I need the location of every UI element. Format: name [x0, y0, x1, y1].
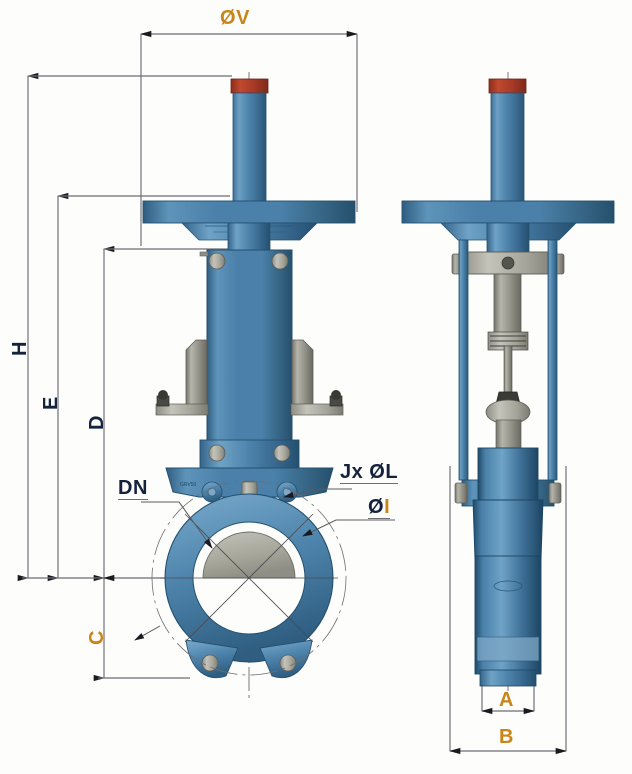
side-handwheel-rim — [401, 200, 615, 224]
dim-a-text: A — [499, 689, 514, 711]
stem-protector-cap — [230, 78, 269, 94]
grease-nipple — [199, 251, 209, 257]
dimension-label-h: H — [9, 341, 31, 356]
dim-i-text: I — [384, 496, 391, 518]
dim-v-text: V — [236, 7, 250, 29]
gland-plate-right — [291, 339, 314, 414]
leader-lines — [134, 488, 395, 641]
side-body-base — [479, 669, 537, 687]
gland-bolt-head-right — [273, 444, 291, 462]
dim-b-text: B — [499, 726, 514, 748]
dimension-label-b: B — [499, 727, 514, 747]
dimension-label-a: A — [499, 690, 514, 710]
dim-jl-text: L — [385, 461, 399, 483]
dim-i-prefix: Ø — [368, 496, 385, 518]
lug-bolt-right — [279, 654, 297, 672]
crosshead-bolt — [501, 256, 515, 270]
packing-box — [495, 419, 522, 449]
front-view-group: GRV50 — [134, 72, 395, 700]
handwheel-hub — [227, 222, 271, 251]
dim-dn-text: DN — [118, 477, 148, 499]
dimension-label-v: ØV — [220, 8, 250, 28]
dimension-label-dn: DN — [118, 478, 148, 500]
yoke-rail-left — [458, 239, 469, 481]
side-handwheel-hub — [486, 222, 530, 253]
gland-plate-left — [185, 339, 208, 414]
gland-bolts — [155, 390, 344, 416]
dimension-label-e: E — [40, 396, 62, 410]
dim-c-text: C — [86, 630, 108, 645]
side-body-bolt-left — [454, 482, 468, 504]
bolt-circle — [151, 480, 347, 676]
dimension-label-d: D — [86, 415, 108, 430]
side-view-group — [401, 72, 615, 700]
dim-v-prefix: Ø — [220, 7, 237, 29]
yoke-column — [206, 249, 293, 469]
dim-jl-prefix: Jx Ø — [340, 461, 386, 483]
side-body-band — [476, 636, 540, 662]
side-stem-tube — [490, 92, 525, 202]
gate-disc — [202, 531, 296, 579]
handwheel-rim — [142, 200, 356, 224]
bore-centerlines — [160, 513, 338, 643]
side-body-bolt-right — [548, 482, 562, 504]
svg-text:GRV50: GRV50 — [180, 482, 197, 488]
dimension-lines — [17, 30, 568, 755]
dimension-label-jl: Jx ØL — [340, 461, 399, 484]
side-body-upper — [472, 499, 544, 561]
dim-d-text: D — [86, 415, 108, 430]
dimension-label-c: C — [86, 630, 108, 645]
stem-rod — [503, 345, 513, 393]
yoke-rail-right — [547, 239, 558, 481]
dimension-label-i: ØI — [368, 496, 391, 519]
dim-e-text: E — [40, 396, 62, 410]
side-body-neck — [477, 447, 539, 501]
side-body-detail — [493, 580, 523, 592]
gland-bolt-head-left — [208, 444, 226, 462]
stem-cover-tube — [232, 92, 267, 202]
dim-h-text: H — [9, 341, 31, 356]
lug-bolt-left — [201, 654, 219, 672]
side-stem-cap — [488, 78, 527, 94]
yoke-top-bolts — [208, 252, 289, 270]
